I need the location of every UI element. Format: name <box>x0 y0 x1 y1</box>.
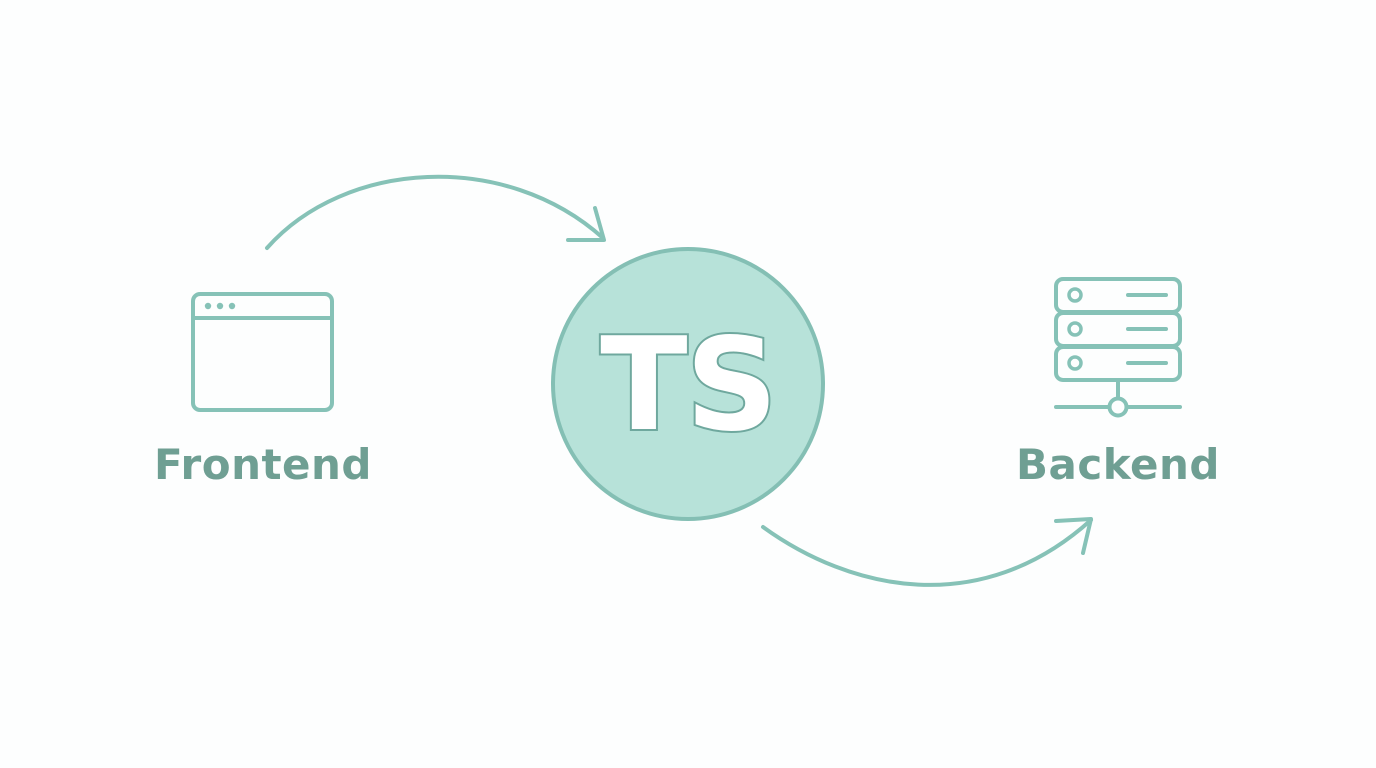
browser-window-icon <box>191 292 334 412</box>
backend-label: Backend <box>1015 440 1221 489</box>
ts-label: TS <box>598 311 779 460</box>
server-stack-icon <box>1054 277 1182 418</box>
ts-circle <box>551 247 825 521</box>
edge-frontend-to-ts <box>265 174 606 250</box>
edge-ts-to-backend <box>761 517 1093 587</box>
frontend-label: Frontend <box>154 440 372 489</box>
